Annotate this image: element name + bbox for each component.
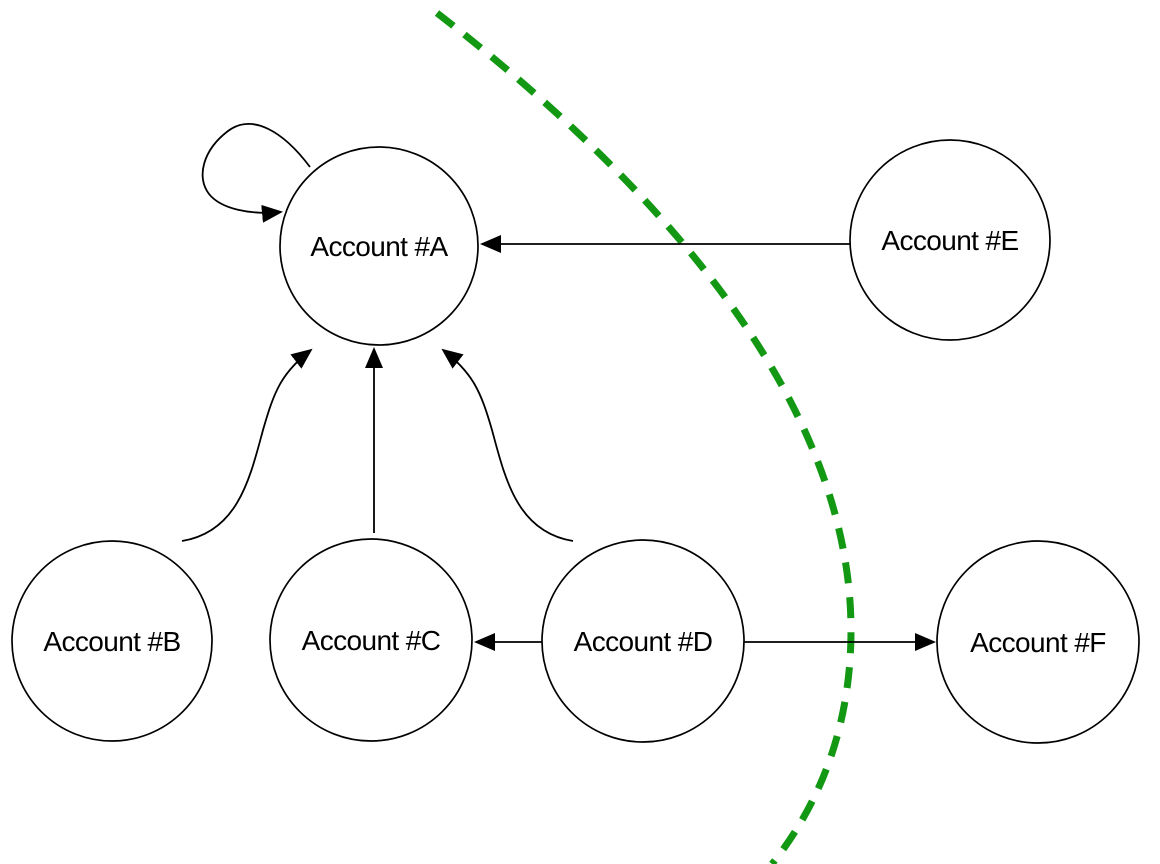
edge-a-to-a xyxy=(201,123,311,223)
node-account-b-label: Account #B xyxy=(43,626,180,657)
node-account-a: Account #A xyxy=(279,146,479,346)
node-account-a-circle xyxy=(279,146,479,346)
node-account-c-circle xyxy=(269,538,473,742)
node-account-f-circle xyxy=(936,540,1140,744)
node-account-c: Account #C xyxy=(269,538,473,742)
node-account-d-circle xyxy=(541,539,745,743)
node-account-b-circle xyxy=(11,540,213,742)
node-account-e-circle xyxy=(849,139,1051,341)
node-account-f: Account #F xyxy=(936,540,1140,744)
edge-b-to-a xyxy=(181,348,313,542)
trust-boundary-dashed-line xyxy=(434,10,855,864)
node-account-b: Account #B xyxy=(11,540,213,742)
node-account-f-label: Account #F xyxy=(970,627,1106,658)
node-account-e: Account #E xyxy=(849,139,1051,341)
node-account-d: Account #D xyxy=(541,539,745,743)
node-account-d-label: Account #D xyxy=(574,626,713,657)
edge-d-to-a xyxy=(441,348,574,542)
node-account-a-label: Account #A xyxy=(310,231,448,262)
node-account-c-label: Account #C xyxy=(302,625,441,656)
node-account-e-label: Account #E xyxy=(881,225,1018,256)
